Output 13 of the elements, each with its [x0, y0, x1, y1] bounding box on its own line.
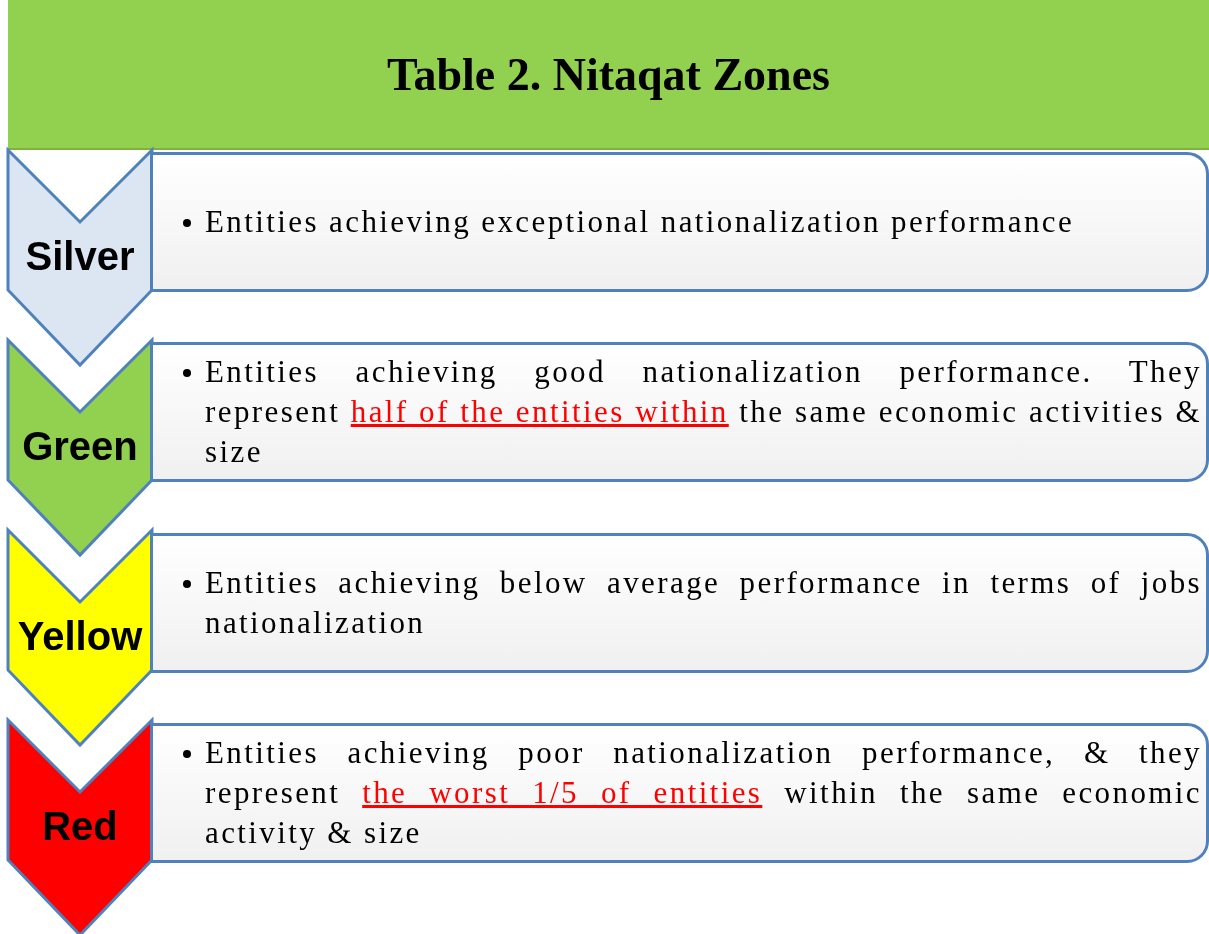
description-text: Entities achieving good nationalization performance. They represent half of the entities within the same economic activities & size — [205, 353, 1202, 471]
description-box — [150, 152, 1209, 292]
description-text: Entities achieving exceptional nationalization performance — [205, 203, 1075, 241]
description-text: Entities achieving below average performance in terms of jobs nationalization — [205, 564, 1202, 642]
title: Table 2. Nitaqat Zones — [386, 47, 830, 101]
zone-label: Yellow — [16, 614, 144, 659]
zone-label: Silver — [24, 234, 136, 279]
description-text: Entities achieving poor nationalization performance, & they represent the worst 1/5 of entities within the same economic activity & size — [205, 734, 1202, 852]
description-box — [150, 533, 1209, 673]
zone-label: Red — [41, 804, 119, 849]
zone-label: Green — [21, 424, 139, 469]
description-box — [150, 342, 1209, 482]
description-box — [150, 723, 1209, 863]
